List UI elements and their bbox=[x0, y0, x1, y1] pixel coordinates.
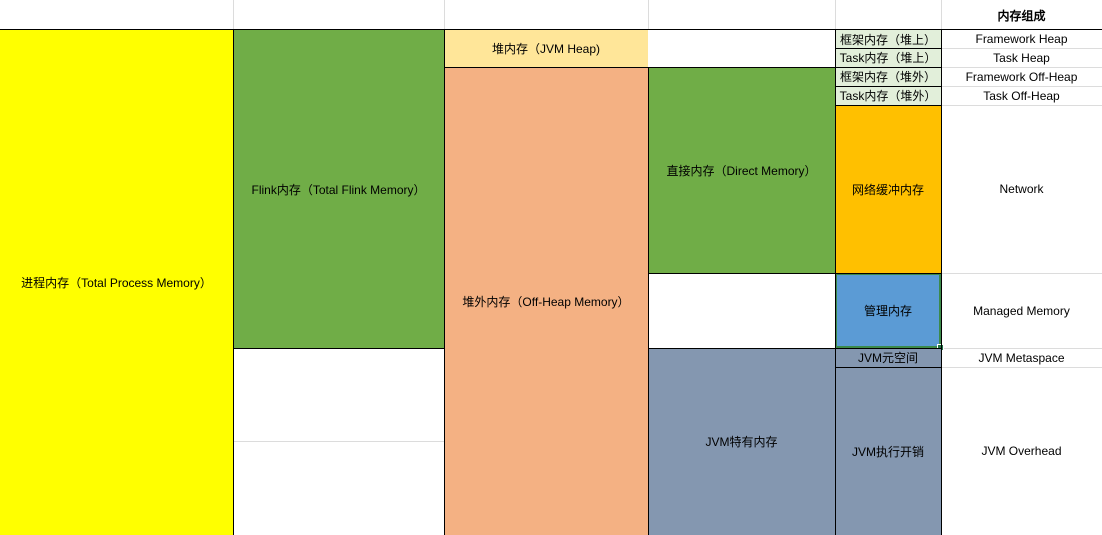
border-line bbox=[648, 348, 941, 349]
jvm-heap-cell[interactable]: 堆内存（JVM Heap) bbox=[444, 30, 648, 67]
jvm-metaspace-zh-cell[interactable]: JVM元空间 bbox=[835, 348, 941, 367]
framework-heap-zh-cell[interactable]: 框架内存（堆上） bbox=[835, 30, 941, 48]
border-line bbox=[648, 67, 649, 535]
border-line bbox=[0, 29, 1102, 30]
managed-memory-en-cell[interactable]: Managed Memory bbox=[973, 303, 1070, 318]
grid-line bbox=[941, 367, 1102, 368]
grid-line bbox=[941, 105, 1102, 106]
border-line bbox=[444, 30, 445, 535]
off-heap-memory-cell[interactable]: 堆外内存（Off-Heap Memory） bbox=[444, 67, 648, 535]
grid-line bbox=[941, 273, 1102, 274]
framework-offheap-en-cell[interactable]: Framework Off-Heap bbox=[965, 69, 1078, 84]
border-line bbox=[648, 273, 941, 274]
grid-line bbox=[941, 86, 1102, 87]
jvm-metaspace-en-cell[interactable]: JVM Metaspace bbox=[978, 350, 1065, 365]
managed-memory-zh-cell[interactable]: 管理内存 bbox=[835, 273, 941, 348]
grid-line bbox=[233, 441, 444, 442]
grid-line bbox=[648, 0, 649, 30]
border-line bbox=[444, 67, 941, 68]
border-line bbox=[835, 105, 941, 106]
direct-memory-cell[interactable]: 直接内存（Direct Memory） bbox=[648, 67, 835, 273]
border-line bbox=[835, 367, 941, 368]
flink-memory-cell[interactable]: Flink内存（Total Flink Memory） bbox=[233, 30, 444, 348]
grid-line bbox=[941, 0, 942, 30]
border-line bbox=[941, 30, 942, 535]
framework-offheap-zh-cell[interactable]: 框架内存（堆外） bbox=[835, 67, 941, 86]
grid-line bbox=[835, 0, 836, 30]
jvm-specific-memory-cell[interactable]: JVM特有内存 bbox=[648, 348, 835, 535]
grid-line bbox=[444, 0, 445, 30]
grid-line bbox=[941, 348, 1102, 349]
grid-line bbox=[941, 67, 1102, 68]
border-line bbox=[835, 30, 836, 535]
jvm-overhead-en-cell[interactable]: JVM Overhead bbox=[981, 444, 1062, 458]
network-en-cell[interactable]: Network bbox=[999, 182, 1044, 196]
task-offheap-en-cell[interactable]: Task Off-Heap bbox=[983, 88, 1060, 103]
border-line bbox=[835, 86, 941, 87]
jvm-overhead-zh-cell[interactable]: JVM执行开销 bbox=[835, 367, 941, 535]
border-line bbox=[233, 30, 234, 535]
task-heap-zh-cell[interactable]: Task内存（堆上） bbox=[835, 48, 941, 67]
grid-line bbox=[233, 0, 234, 30]
task-heap-en-cell[interactable]: Task Heap bbox=[993, 50, 1050, 65]
process-memory-cell[interactable]: 进程内存（Total Process Memory） bbox=[0, 30, 233, 535]
framework-heap-en-cell[interactable]: Framework Heap bbox=[975, 32, 1068, 46]
task-offheap-zh-cell[interactable]: Task内存（堆外） bbox=[835, 86, 941, 105]
grid-line bbox=[941, 48, 1102, 49]
header-title: 内存组成 bbox=[997, 8, 1046, 23]
border-line bbox=[233, 348, 444, 349]
network-zh-cell[interactable]: 网络缓冲内存 bbox=[835, 105, 941, 273]
border-line bbox=[835, 48, 941, 49]
